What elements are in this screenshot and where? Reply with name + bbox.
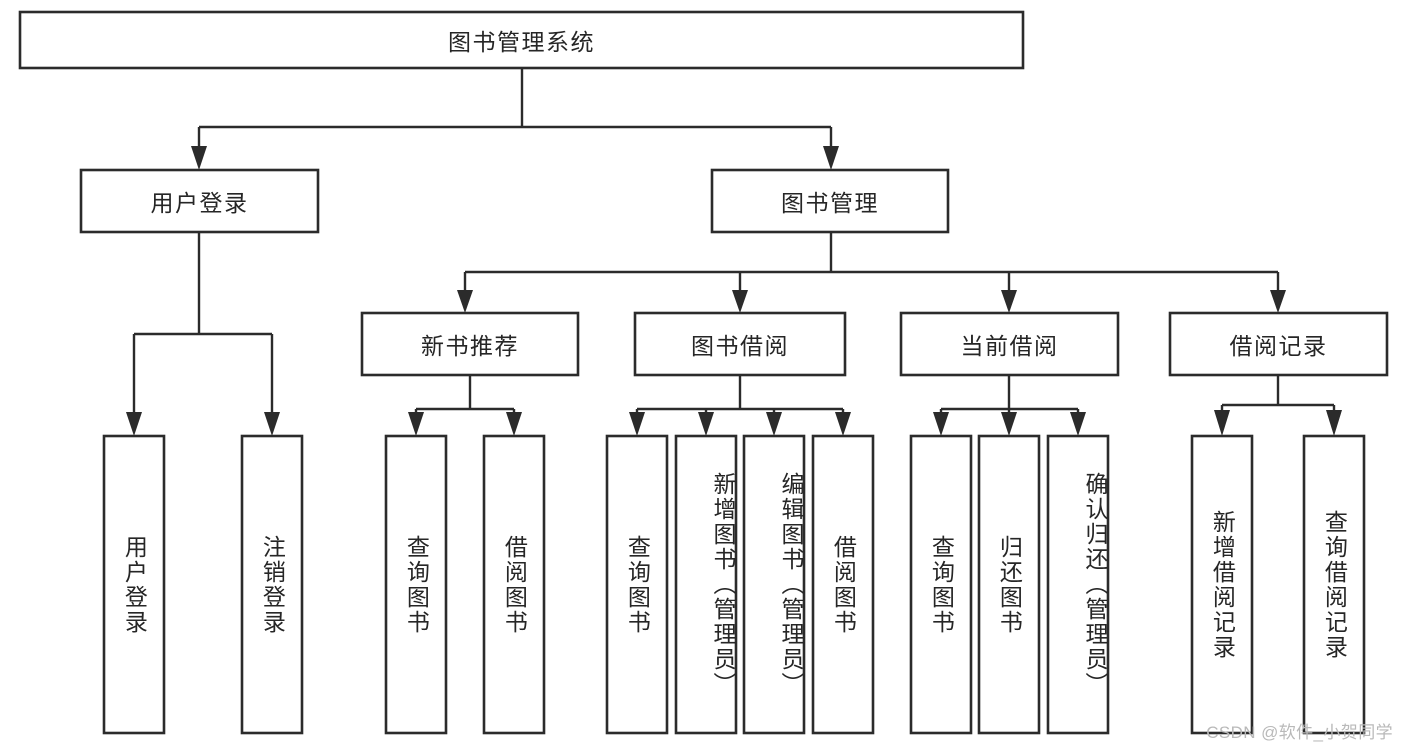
arrow-head-icon bbox=[408, 412, 424, 436]
arrow-head-icon bbox=[698, 412, 714, 436]
node-box-leaf-query-record[interactable] bbox=[1302, 434, 1366, 735]
node-box-book-borrow[interactable] bbox=[633, 311, 847, 377]
arrow-head-icon bbox=[1070, 412, 1086, 436]
arrow-head-icon bbox=[191, 146, 207, 170]
arrow-head-icon bbox=[1270, 290, 1286, 313]
node-box-leaf-borrow-book-2[interactable] bbox=[811, 434, 875, 735]
node-box-leaf-query-book-3[interactable] bbox=[909, 434, 973, 735]
node-box-leaf-confirm-return[interactable] bbox=[1046, 434, 1110, 735]
node-box-user-login[interactable] bbox=[79, 168, 320, 234]
connector-group-user-login bbox=[126, 232, 280, 436]
arrow-head-icon bbox=[264, 412, 280, 436]
node-box-leaf-user-login[interactable] bbox=[102, 434, 166, 735]
node-box-book-management[interactable] bbox=[710, 168, 950, 234]
arrow-head-icon bbox=[933, 412, 949, 436]
arrow-head-icon bbox=[457, 290, 473, 313]
node-box-leaf-edit-book[interactable] bbox=[742, 434, 806, 735]
arrow-head-icon bbox=[1214, 410, 1230, 436]
connector-group-borrow-record bbox=[1214, 375, 1342, 436]
node-box-current-borrow[interactable] bbox=[899, 311, 1120, 377]
node-box-leaf-query-book-1[interactable] bbox=[384, 434, 448, 735]
arrow-head-icon bbox=[732, 290, 748, 313]
arrow-head-icon bbox=[1001, 290, 1017, 313]
node-box-borrow-record[interactable] bbox=[1168, 311, 1389, 377]
arrow-head-icon bbox=[766, 412, 782, 436]
arrow-head-icon bbox=[823, 146, 839, 170]
arrow-head-icon bbox=[506, 412, 522, 436]
arrow-head-icon bbox=[1326, 410, 1342, 436]
node-box-leaf-add-book[interactable] bbox=[674, 434, 738, 735]
connector-group-root bbox=[191, 68, 839, 170]
node-box-leaf-query-book-2[interactable] bbox=[605, 434, 669, 735]
connector-group-book-mgmt bbox=[457, 232, 1286, 313]
node-box-leaf-return-book[interactable] bbox=[977, 434, 1041, 735]
node-box-leaf-logout[interactable] bbox=[240, 434, 304, 735]
arrow-head-icon bbox=[1001, 412, 1017, 436]
arrow-head-icon bbox=[126, 412, 142, 436]
node-box-leaf-borrow-book-1[interactable] bbox=[482, 434, 546, 735]
node-box-root[interactable] bbox=[18, 10, 1025, 70]
connector-group-new-book bbox=[408, 375, 522, 436]
node-box-new-book-recommend[interactable] bbox=[360, 311, 580, 377]
node-box-leaf-add-record[interactable] bbox=[1190, 434, 1254, 735]
connector-group-borrow bbox=[629, 375, 851, 436]
connector-group-current-borrow bbox=[933, 375, 1086, 436]
arrow-head-icon bbox=[835, 412, 851, 436]
arrow-head-icon bbox=[629, 412, 645, 436]
